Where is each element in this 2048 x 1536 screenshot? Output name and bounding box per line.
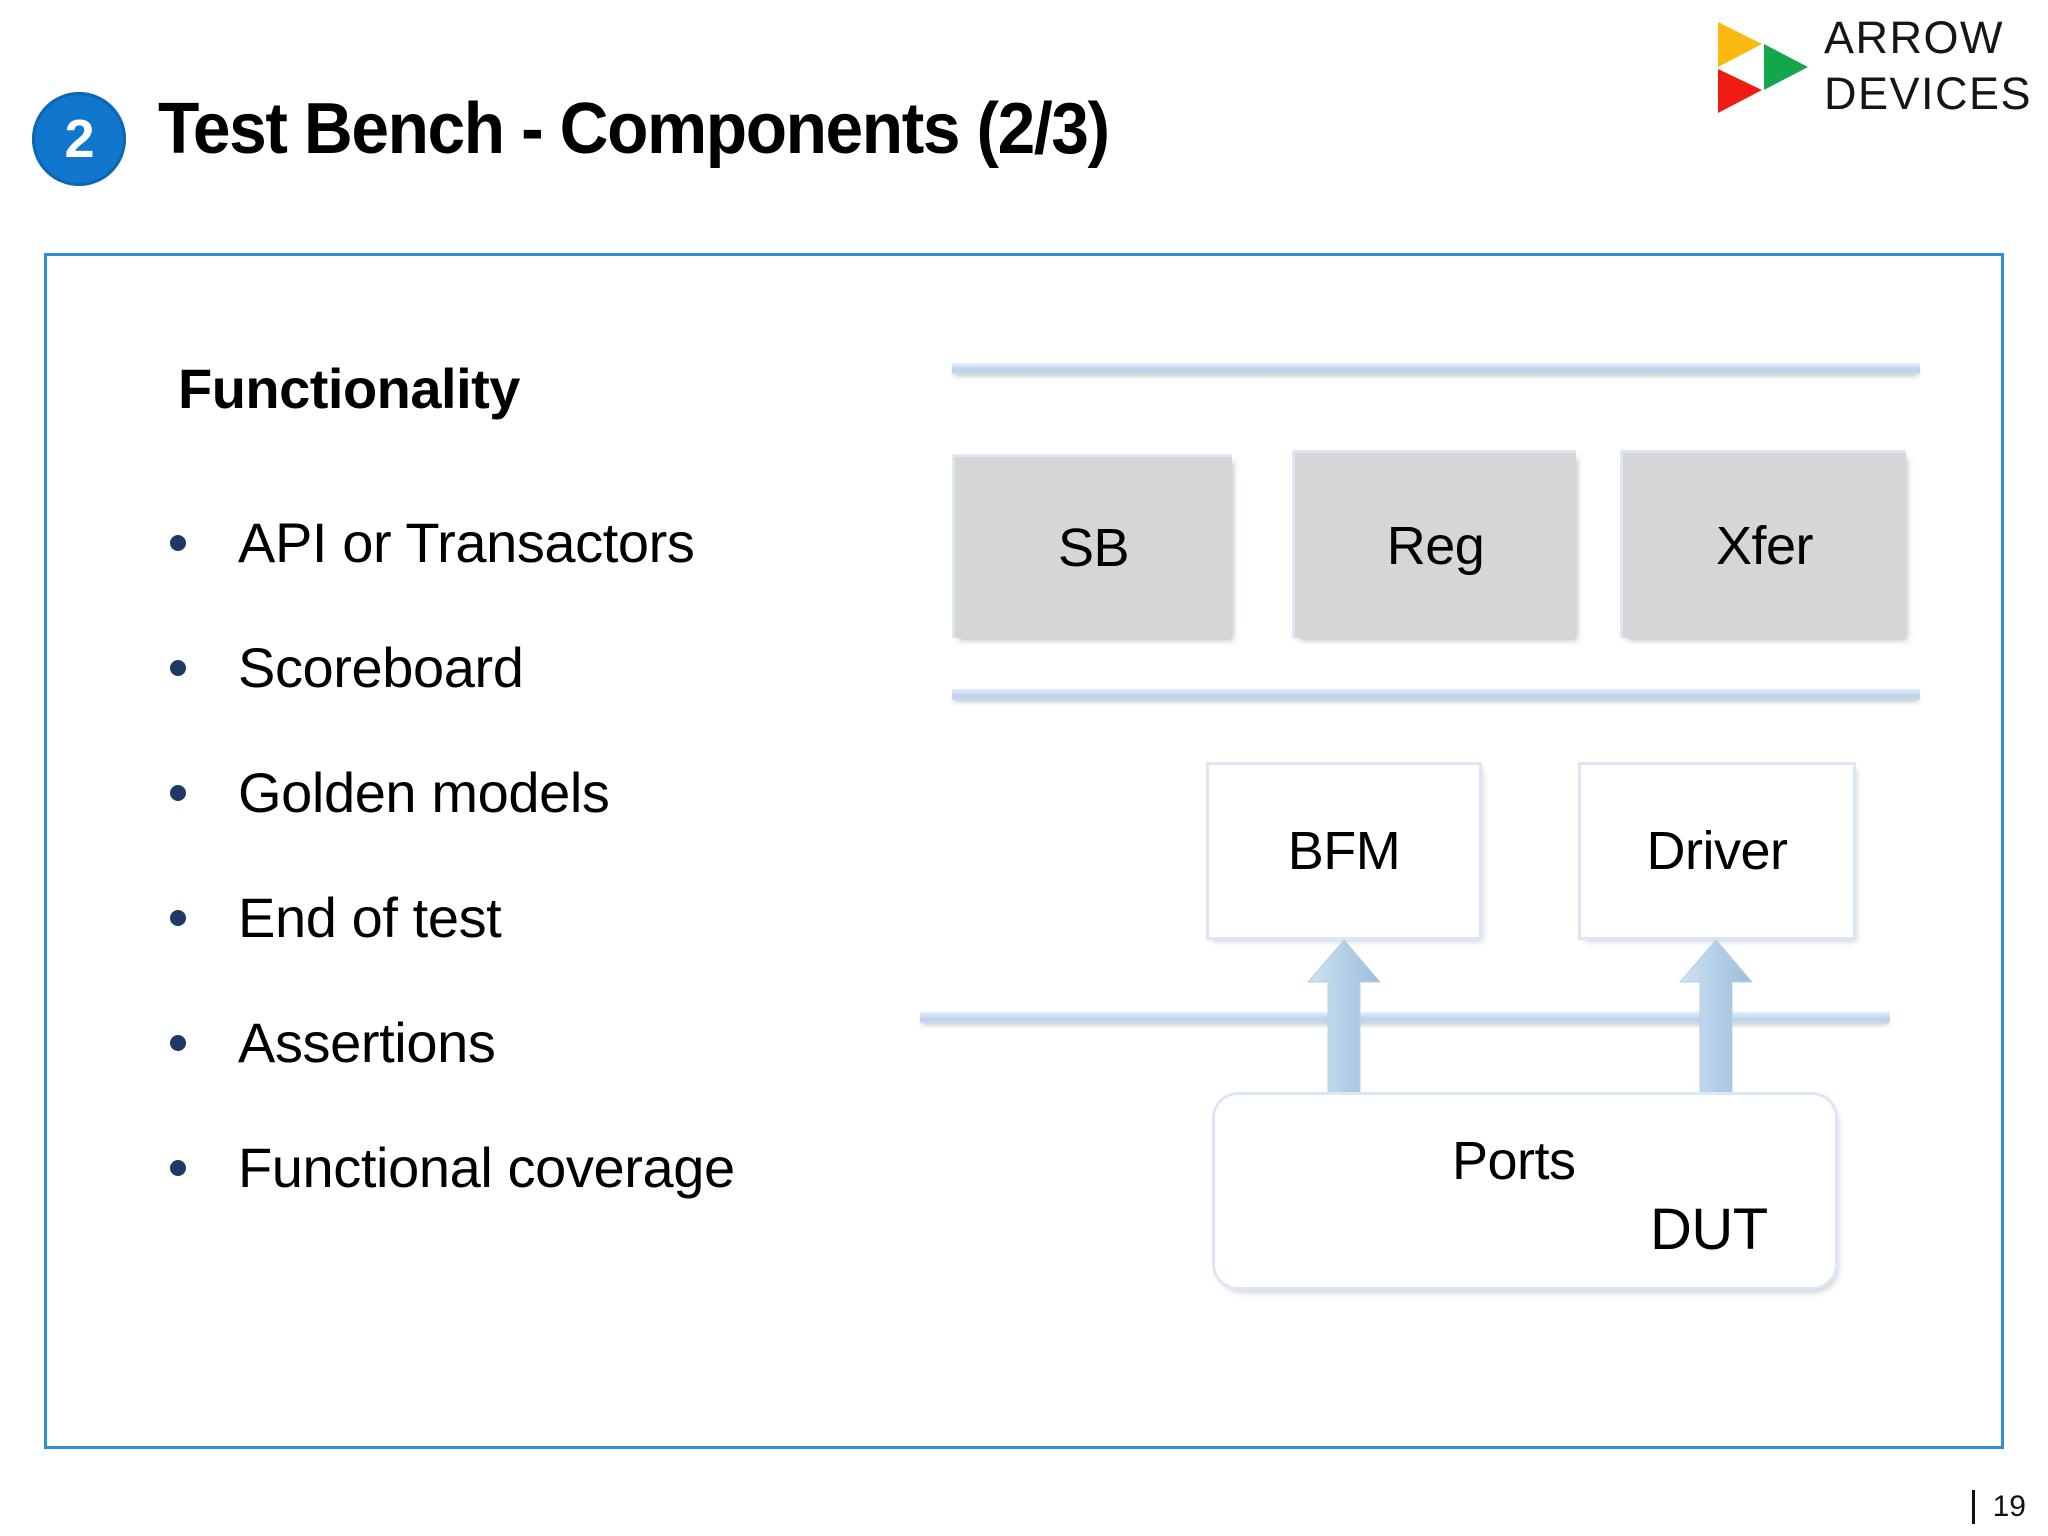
- bullet-dot-icon: [170, 1034, 186, 1051]
- logo-line-arrow: ARROW: [1824, 12, 2004, 63]
- page-number: 19: [1992, 1490, 2026, 1523]
- list-item: Assertions: [170, 980, 930, 1105]
- footer-divider: [1971, 1490, 1975, 1524]
- section-number-label: 2: [64, 109, 94, 169]
- list-item-label: Scoreboard: [238, 635, 524, 699]
- page-footer: 19: [1971, 1490, 2026, 1524]
- arrow-devices-logo: ARROW DEVICES: [1712, 10, 2033, 122]
- list-item-label: Assertions: [238, 1010, 496, 1074]
- logo-line-devices: DEVICES: [1824, 68, 2033, 119]
- list-item: Functional coverage: [170, 1105, 930, 1230]
- list-item: Golden models: [170, 730, 930, 855]
- bullet-dot-icon: [170, 784, 186, 801]
- list-item: End of test: [170, 855, 930, 980]
- arrow-logo-wordmark: ARROW DEVICES: [1824, 10, 2033, 122]
- bullet-dot-icon: [170, 659, 186, 676]
- list-item-label: Golden models: [238, 760, 610, 824]
- bullet-dot-icon: [170, 909, 186, 926]
- arrow-logo-mark: [1718, 22, 1808, 113]
- slide-header: 2 Test Bench - Components (2/3) ARROW DE…: [0, 0, 2048, 200]
- list-item: API or Transactors: [170, 480, 930, 605]
- section-number-badge: 2: [32, 92, 126, 186]
- list-item-label: End of test: [238, 885, 502, 949]
- list-item: Scoreboard: [170, 605, 930, 730]
- bullet-dot-icon: [170, 534, 186, 551]
- page-title: Test Bench - Components (2/3): [158, 89, 1110, 169]
- list-item-label: API or Transactors: [238, 510, 695, 574]
- functionality-bullet-list: API or Transactors Scoreboard Golden mod…: [170, 480, 930, 1230]
- list-item-label: Functional coverage: [238, 1135, 735, 1199]
- functionality-heading: Functionality: [178, 357, 520, 420]
- bullet-dot-icon: [170, 1159, 186, 1176]
